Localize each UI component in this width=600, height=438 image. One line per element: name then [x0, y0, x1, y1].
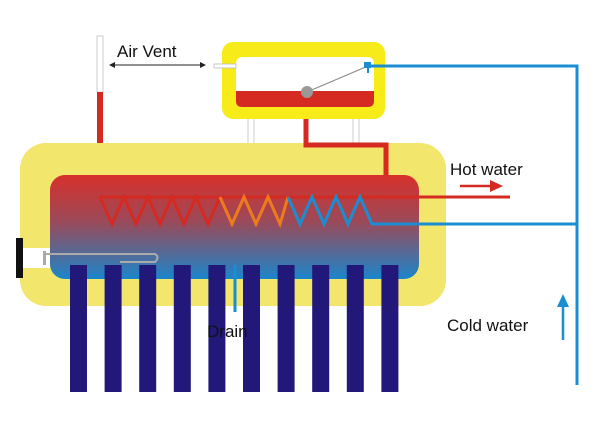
air-vent-arrow: [109, 62, 206, 68]
header-feed-pipe: [303, 98, 389, 178]
vacuum-tube: [243, 265, 260, 392]
vacuum-tube: [173, 265, 191, 392]
electric-heater: [16, 238, 159, 278]
vacuum-tube: [381, 265, 399, 392]
cold-water-label: Cold water: [447, 316, 529, 335]
hot-water-label: Hot water: [450, 160, 523, 179]
heat-exchanger-coil: [98, 193, 577, 229]
drain-label: Drain: [207, 322, 248, 341]
air-vent-label: Air Vent: [117, 42, 177, 61]
vacuum-tube: [104, 265, 122, 392]
vacuum-tube: [277, 265, 295, 392]
float-valve-icon: [301, 86, 313, 98]
vacuum-tubes: [70, 265, 399, 392]
vacuum-tube: [346, 265, 364, 392]
air-vent-pipe: [96, 35, 104, 178]
vacuum-tube: [208, 265, 226, 392]
vacuum-tube: [312, 265, 330, 392]
vacuum-tube: [139, 265, 157, 392]
header-tank: [213, 42, 385, 119]
hot-water-arrow: [460, 180, 503, 192]
box-leg-left: [247, 114, 255, 146]
box-leg-right: [352, 114, 360, 146]
storage-tank: [50, 175, 419, 279]
vacuum-tube: [70, 265, 87, 392]
cold-water-arrow: [557, 294, 569, 340]
cold-water-pipe: [367, 64, 579, 385]
